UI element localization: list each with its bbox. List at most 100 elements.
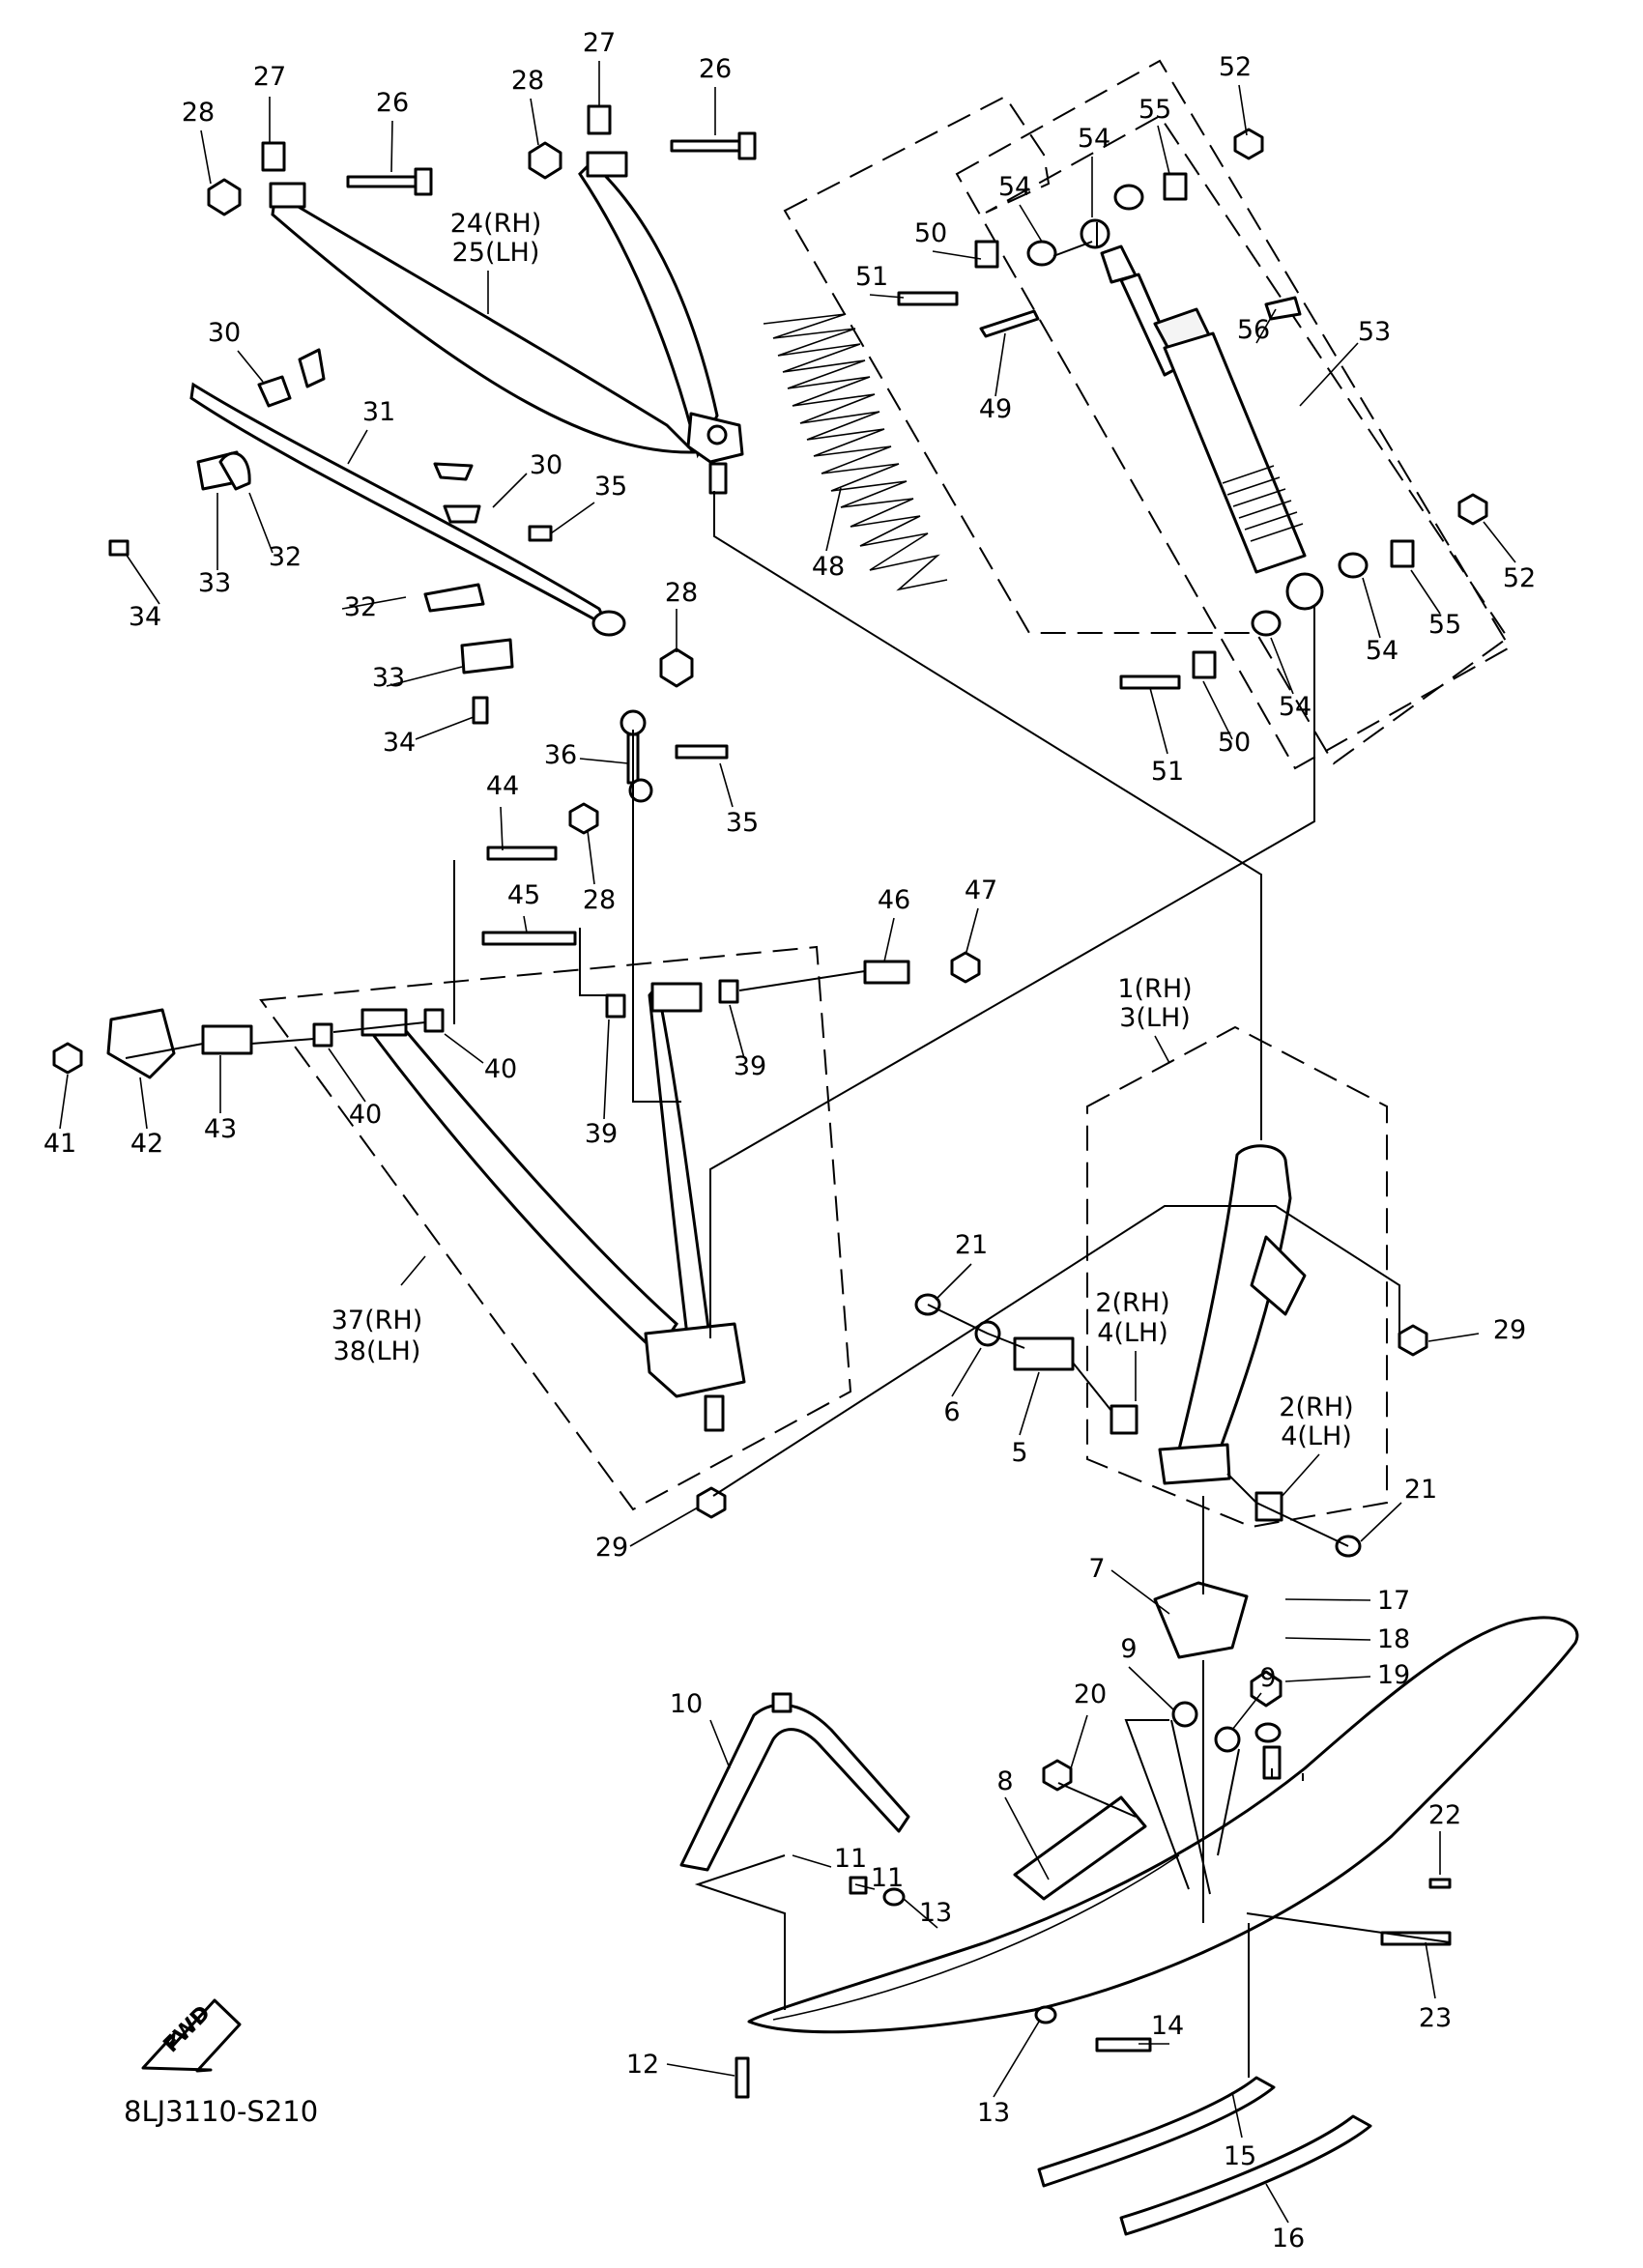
callout-8: 8	[996, 1766, 1013, 1796]
callout-46: 46	[878, 885, 910, 915]
nut-52-upper	[1233, 128, 1264, 160]
clamp-30-lower	[433, 462, 474, 481]
bracket-32-lower	[423, 583, 485, 613]
callout-53: 53	[1358, 317, 1391, 347]
callout-39-right: 39	[734, 1051, 766, 1081]
bushing-39-a	[605, 993, 626, 1019]
ski-keel-line	[772, 1854, 1180, 2021]
callout-3-lh: 3(LH)	[1119, 1003, 1191, 1033]
spacer-50-lower	[1192, 650, 1217, 679]
bolt-35-upper	[528, 525, 553, 542]
nut-41	[52, 1042, 83, 1075]
callout-41: 41	[43, 1129, 76, 1159]
ball-joint-hole	[706, 424, 728, 445]
lower-arm-axis	[125, 970, 866, 1059]
bolt-26-left-head	[414, 167, 433, 196]
bushing-54-lower-a	[1251, 610, 1282, 637]
callout-20: 20	[1074, 1679, 1107, 1709]
callout-44: 44	[486, 771, 519, 801]
nut-28-stabilizer	[659, 647, 694, 688]
callout-35-lower: 35	[726, 808, 759, 838]
clamp-30-lower-b	[443, 504, 481, 524]
bolt-23-axis	[1246, 1912, 1451, 1943]
callout-19: 19	[1377, 1660, 1410, 1690]
damper-7	[1153, 1581, 1249, 1659]
callout-24-rh: 24(RH)	[450, 209, 542, 239]
bushing-9-lines	[1124, 1719, 1211, 1895]
callout-28-upper-left: 28	[182, 98, 215, 128]
callout-2-rh-left: 2(RH)	[1095, 1288, 1169, 1318]
coil-spring	[763, 313, 948, 591]
nut-11-handle	[771, 1692, 793, 1713]
callout-48: 48	[812, 552, 845, 582]
diagram-code: 8LJ3110-S210	[124, 2095, 318, 2128]
callout-13-front: 13	[919, 1898, 952, 1928]
callout-leader-ticks	[59, 61, 1516, 2224]
callout-33-lower: 33	[372, 663, 405, 693]
callout-51-lower: 51	[1151, 757, 1184, 787]
callout-50-upper: 50	[914, 218, 947, 248]
fwd-arrow: FWD	[141, 1998, 242, 2073]
callout-5: 5	[1011, 1438, 1027, 1468]
bushing-27-left	[261, 141, 286, 172]
bracket-42	[106, 1008, 176, 1079]
bolt-14	[1095, 2037, 1152, 2053]
washer-13-front	[882, 1887, 906, 1907]
pin-22	[1428, 1878, 1452, 1889]
upper-arm-left-bracket	[269, 182, 306, 209]
callout-28-upper-right: 28	[511, 66, 544, 96]
shock-coil-thread	[1222, 465, 1304, 542]
nut-47	[950, 951, 981, 984]
callout-37-rh: 37(RH)	[331, 1306, 423, 1335]
callout-29-spindle: 29	[1493, 1315, 1526, 1345]
callout-16: 16	[1272, 2224, 1305, 2254]
runner-15	[1037, 2076, 1276, 2188]
callout-17: 17	[1377, 1586, 1410, 1616]
shock-body	[1163, 331, 1307, 574]
callout-21-right: 21	[1404, 1475, 1437, 1505]
nut-29-lower-arm	[696, 1486, 727, 1519]
ski-handle-10	[679, 1703, 910, 1872]
spacer-50-upper	[974, 240, 999, 269]
washer-18	[1254, 1722, 1282, 1743]
label-56	[1264, 296, 1302, 321]
callout-54-lower-left: 54	[1279, 692, 1312, 722]
bushing-54-upper-b	[1113, 184, 1144, 211]
bushing-9-right	[1214, 1726, 1241, 1753]
ski-8	[747, 1616, 1579, 2034]
shock-absorber	[897, 128, 1488, 690]
lower-arm-bolt-lines	[453, 860, 619, 1024]
coil-spring-48	[763, 313, 948, 591]
spindle-body	[1172, 1144, 1292, 1471]
link-rod-36-bottom	[628, 778, 653, 803]
bolt-45	[481, 931, 577, 946]
bushing-54-lower-b	[1338, 552, 1369, 579]
callout-12: 12	[626, 2050, 659, 2080]
lower-arm-rear-tube	[648, 982, 712, 1345]
bushing-40-a	[312, 1022, 333, 1048]
callout-49: 49	[979, 394, 1012, 424]
nut-28-link	[568, 802, 599, 835]
bushing-2-left	[1110, 1404, 1139, 1435]
callout-55-lower: 55	[1428, 610, 1461, 640]
callout-23: 23	[1419, 2003, 1452, 2033]
callout-55-upper: 55	[1139, 95, 1171, 125]
callout-36: 36	[544, 740, 577, 770]
callout-14: 14	[1151, 2011, 1184, 2041]
bolt-51-lower	[1119, 675, 1181, 690]
callout-32-upper: 32	[269, 542, 302, 572]
bracket-33-lower	[460, 638, 514, 675]
callout-30-upper: 30	[208, 318, 241, 348]
collar-43	[201, 1024, 253, 1055]
callout-45: 45	[507, 880, 540, 910]
bushing-40-b	[423, 1008, 445, 1033]
handle-mount-line	[694, 1854, 786, 2010]
callouts: 1(RH) 3(LH) 2(RH) 4(LH) 2(RH) 4(LH) 5 6 …	[43, 28, 1536, 2254]
lower-arm-ball-joint	[644, 1322, 746, 1398]
callout-54-upper-right: 54	[1078, 124, 1110, 154]
shock-top-eye	[1080, 218, 1110, 249]
clamp-30-upper-b	[257, 375, 292, 408]
bolt-35-lower	[675, 744, 729, 760]
callout-6: 6	[943, 1397, 960, 1427]
